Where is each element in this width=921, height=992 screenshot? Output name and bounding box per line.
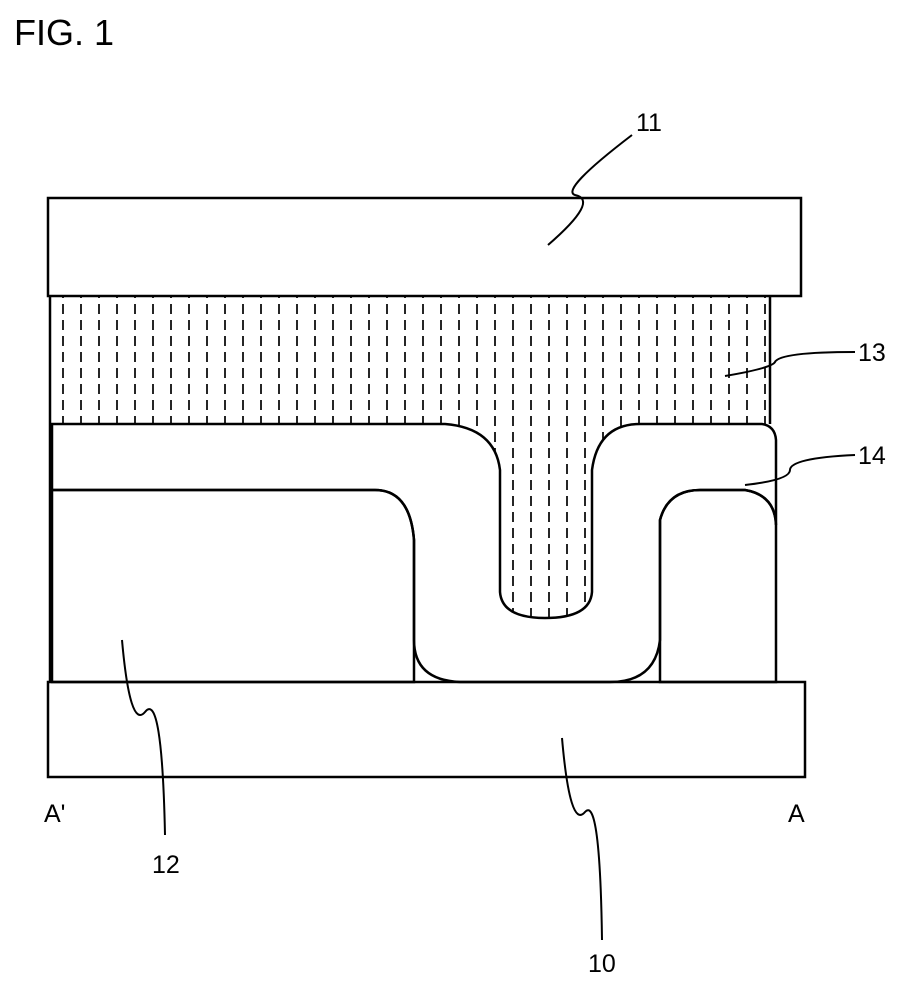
- layer-14: [52, 424, 776, 682]
- leader-12: [122, 640, 165, 835]
- leader-11: [548, 135, 632, 245]
- label-14: 14: [858, 442, 886, 470]
- leader-14: [745, 455, 855, 485]
- leader-10: [562, 738, 602, 940]
- layer-13: [52, 296, 770, 618]
- layer-12-right-block: [660, 490, 776, 682]
- label-13: 13: [858, 339, 886, 367]
- label-12: 12: [152, 851, 180, 879]
- label-10: 10: [588, 950, 616, 978]
- layer-12: [52, 490, 414, 682]
- substrate-11: [48, 198, 801, 296]
- label-11: 11: [636, 109, 662, 137]
- figure-title: FIG. 1: [14, 12, 114, 53]
- section-mark-left: A': [44, 800, 65, 828]
- section-mark-right: A: [788, 800, 805, 828]
